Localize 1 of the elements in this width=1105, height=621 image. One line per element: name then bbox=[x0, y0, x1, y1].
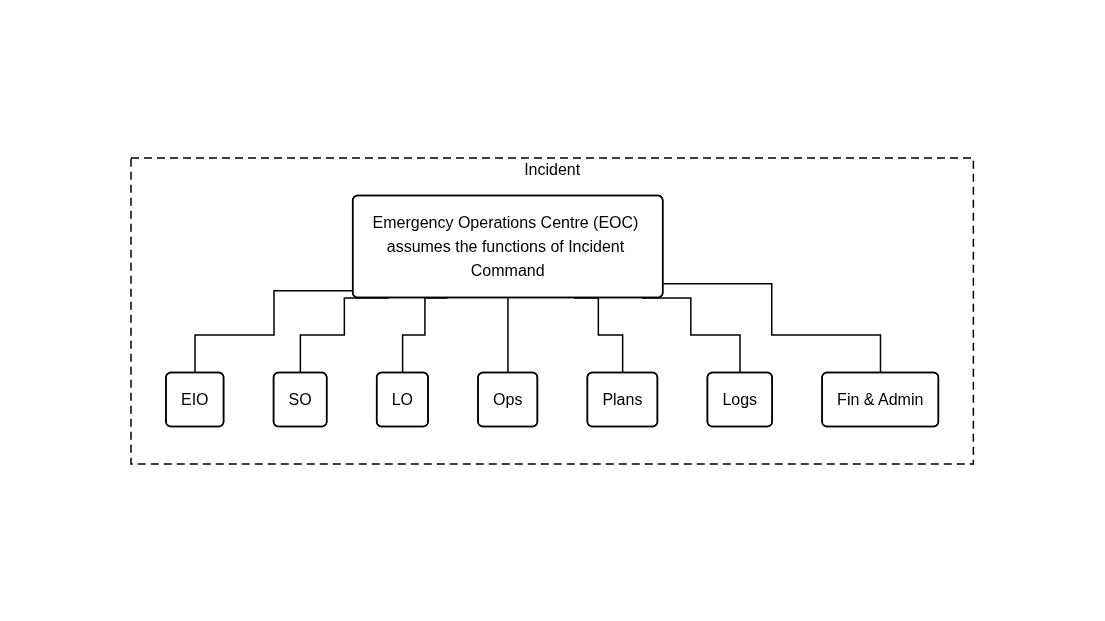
connector bbox=[507, 296, 510, 374]
